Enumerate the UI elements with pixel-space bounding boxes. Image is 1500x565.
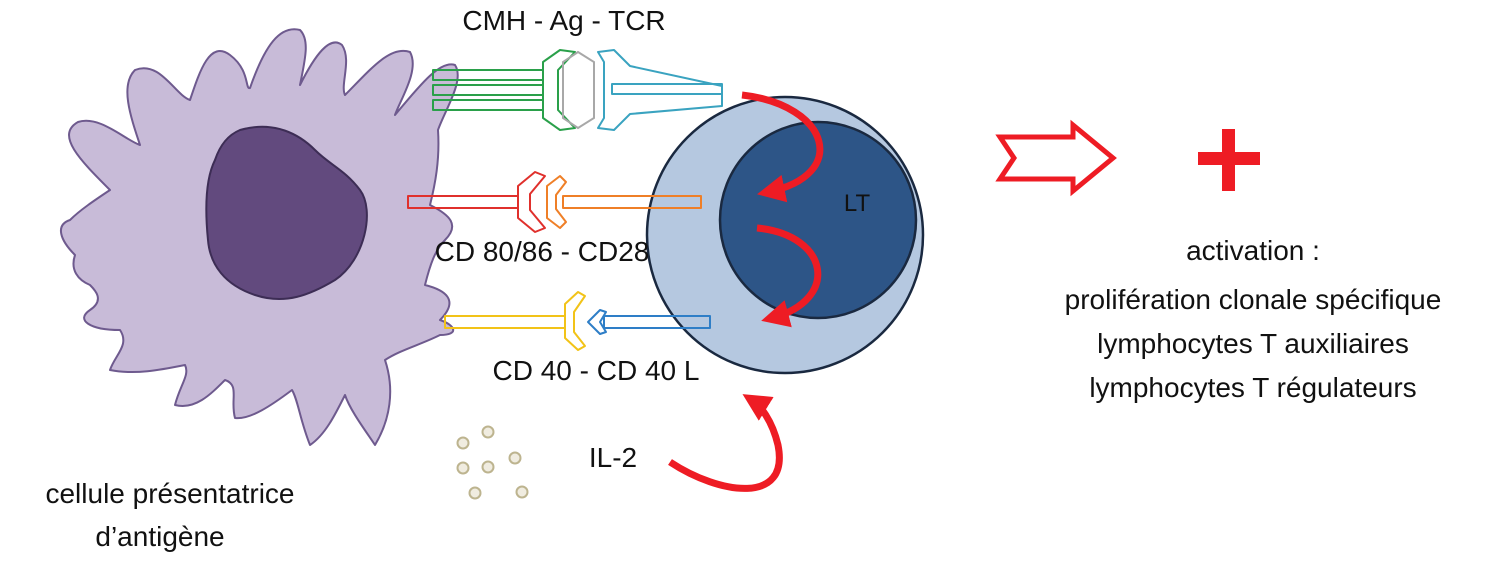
cd40-molecule xyxy=(444,291,586,351)
antigen-peptide xyxy=(562,50,595,130)
il2-autocrine-arrow xyxy=(668,394,783,492)
label-cd40-cd40l: CD 40 - CD 40 L xyxy=(493,355,700,386)
result-line-1: prolifération clonale spécifique xyxy=(1065,284,1442,315)
result-line-3: lymphocytes T régulateurs xyxy=(1089,372,1416,403)
tcr-receptor xyxy=(597,49,723,131)
label-t-cell: LT xyxy=(844,190,871,217)
signal-arrow-1 xyxy=(741,91,824,203)
cd28-receptor xyxy=(546,175,702,229)
cd80-86-molecule xyxy=(407,171,546,233)
result-line-2: lymphocytes T auxiliaires xyxy=(1097,328,1409,359)
hollow-right-arrow-icon xyxy=(995,119,1117,197)
label-apc-line1: cellule présentatrice xyxy=(45,478,294,509)
label-apc-line2: d’antigène xyxy=(95,521,224,552)
il2-molecules xyxy=(456,425,529,500)
signal-arrow-2 xyxy=(756,224,822,328)
mhc-molecule xyxy=(432,49,576,131)
result-title: activation : xyxy=(1186,235,1320,266)
label-il2: IL-2 xyxy=(589,442,637,473)
plus-icon xyxy=(1198,129,1260,191)
label-mhc-ag-tcr: CMH - Ag - TCR xyxy=(462,5,665,36)
label-cd80-cd28: CD 80/86 - CD28 xyxy=(435,236,650,267)
apc-nucleus xyxy=(205,125,368,301)
t-cell-nucleus xyxy=(718,120,918,320)
cd40l-receptor xyxy=(587,309,711,335)
